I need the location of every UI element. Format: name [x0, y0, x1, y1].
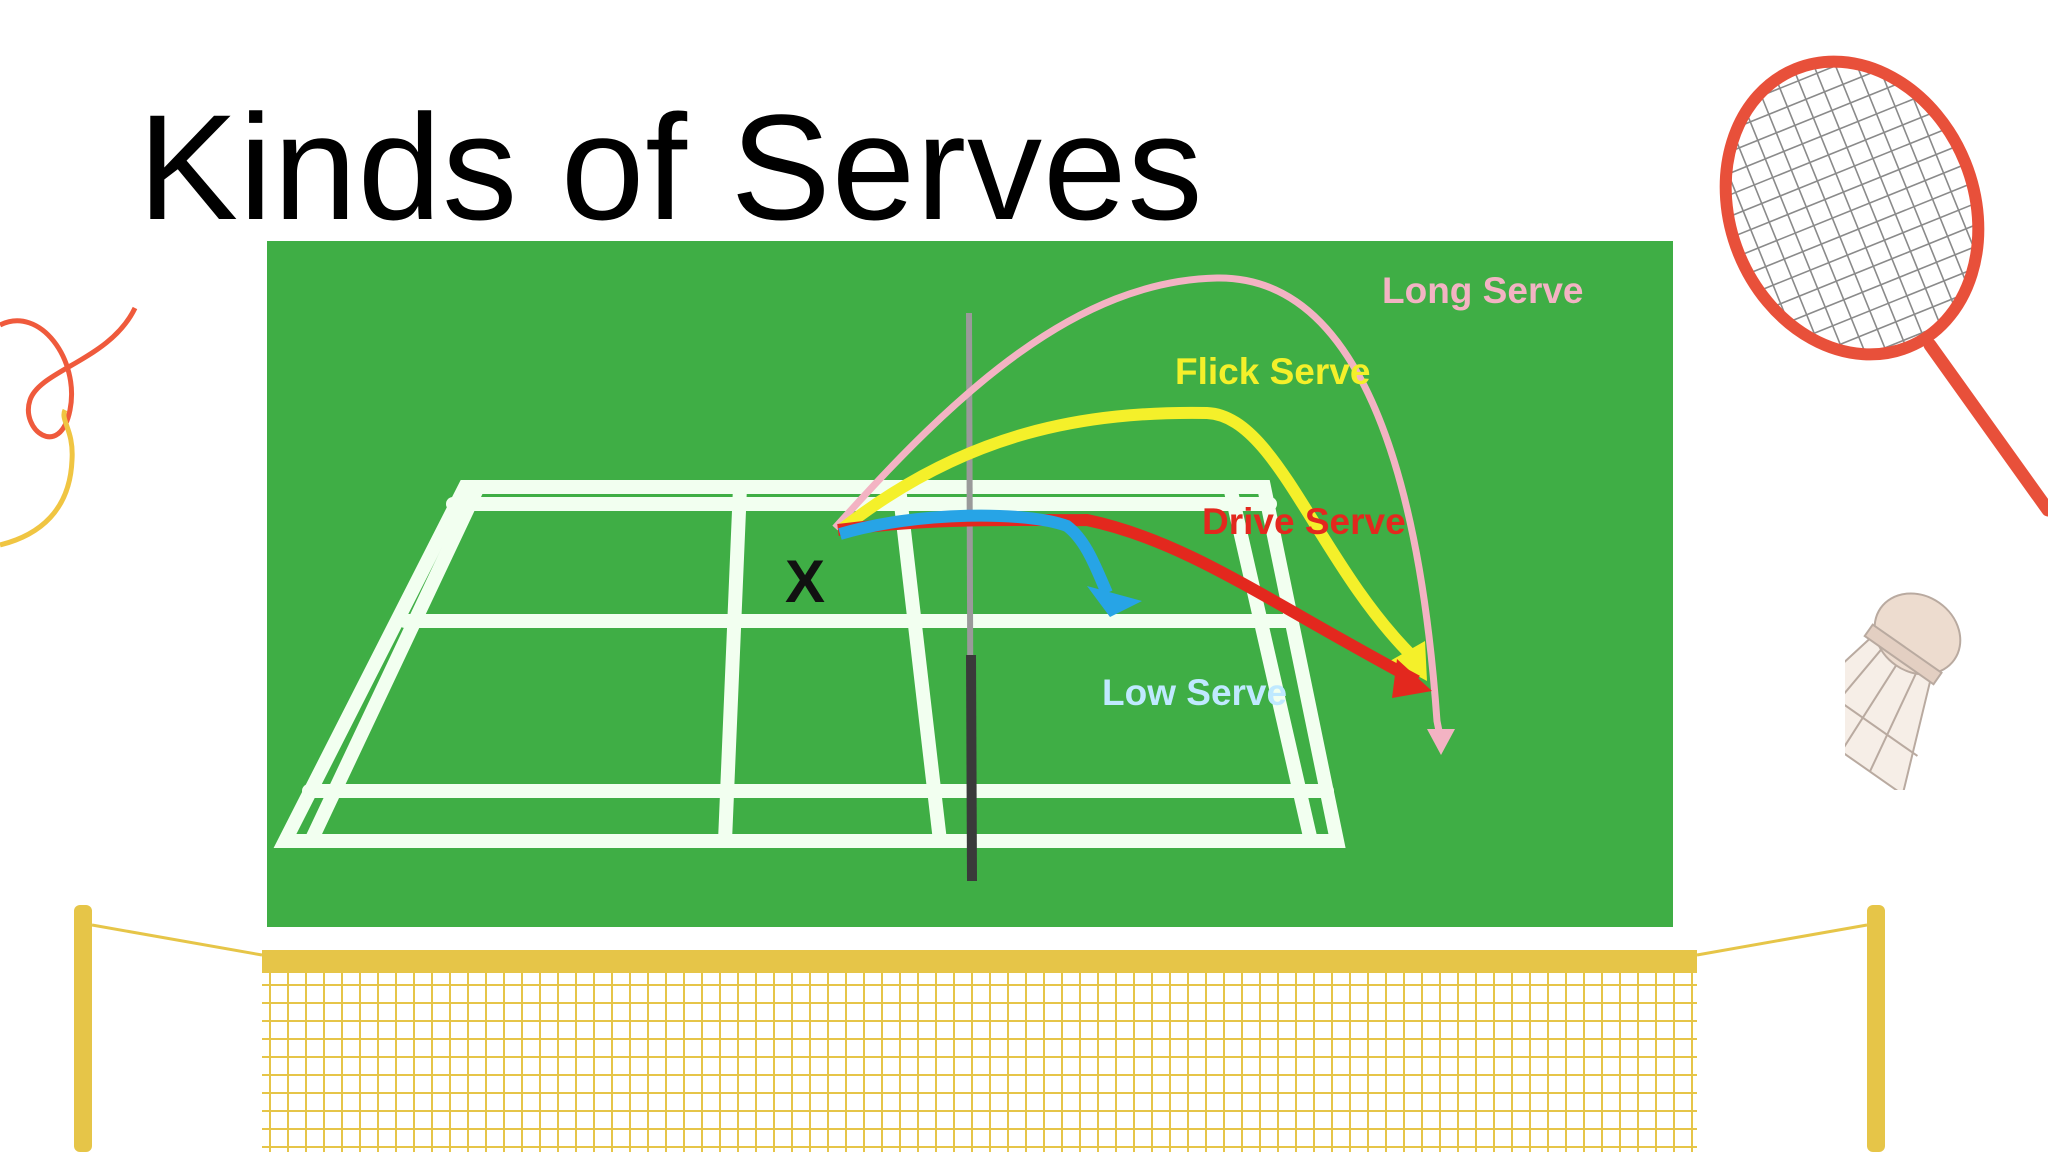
- racket-icon: [1690, 40, 2048, 517]
- label-long-serve: Long Serve: [1382, 270, 1584, 311]
- slide-title: Kinds of Serves: [138, 83, 1204, 251]
- long-serve-arrowhead: [1427, 729, 1455, 755]
- drive-serve-arrowhead: [1392, 659, 1432, 698]
- left-net-pole: [74, 905, 92, 1152]
- server-mark-icon: X: [785, 548, 825, 615]
- trajectory-long-serve: [832, 274, 1455, 755]
- right-net-pole: [1867, 905, 1885, 1152]
- serve-diagram: X Long Serve Flick Serve Drive Serve Low…: [267, 241, 1673, 927]
- flick-serve-arrowhead: [1390, 641, 1427, 681]
- label-drive-serve: Drive Serve: [1202, 501, 1406, 542]
- trajectory-flick-serve: [838, 406, 1427, 681]
- ribbon-icon: [0, 306, 138, 548]
- court-lines: [273, 480, 1346, 848]
- label-flick-serve: Flick Serve: [1175, 351, 1370, 392]
- label-low-serve: Low Serve: [1102, 672, 1287, 713]
- net-post: [966, 312, 977, 882]
- shuttlecock-icon: [1845, 592, 1962, 790]
- badminton-net-icon: [74, 905, 1885, 1152]
- low-serve-arrowhead: [1087, 586, 1142, 617]
- trajectory-low-serve: [838, 509, 1142, 617]
